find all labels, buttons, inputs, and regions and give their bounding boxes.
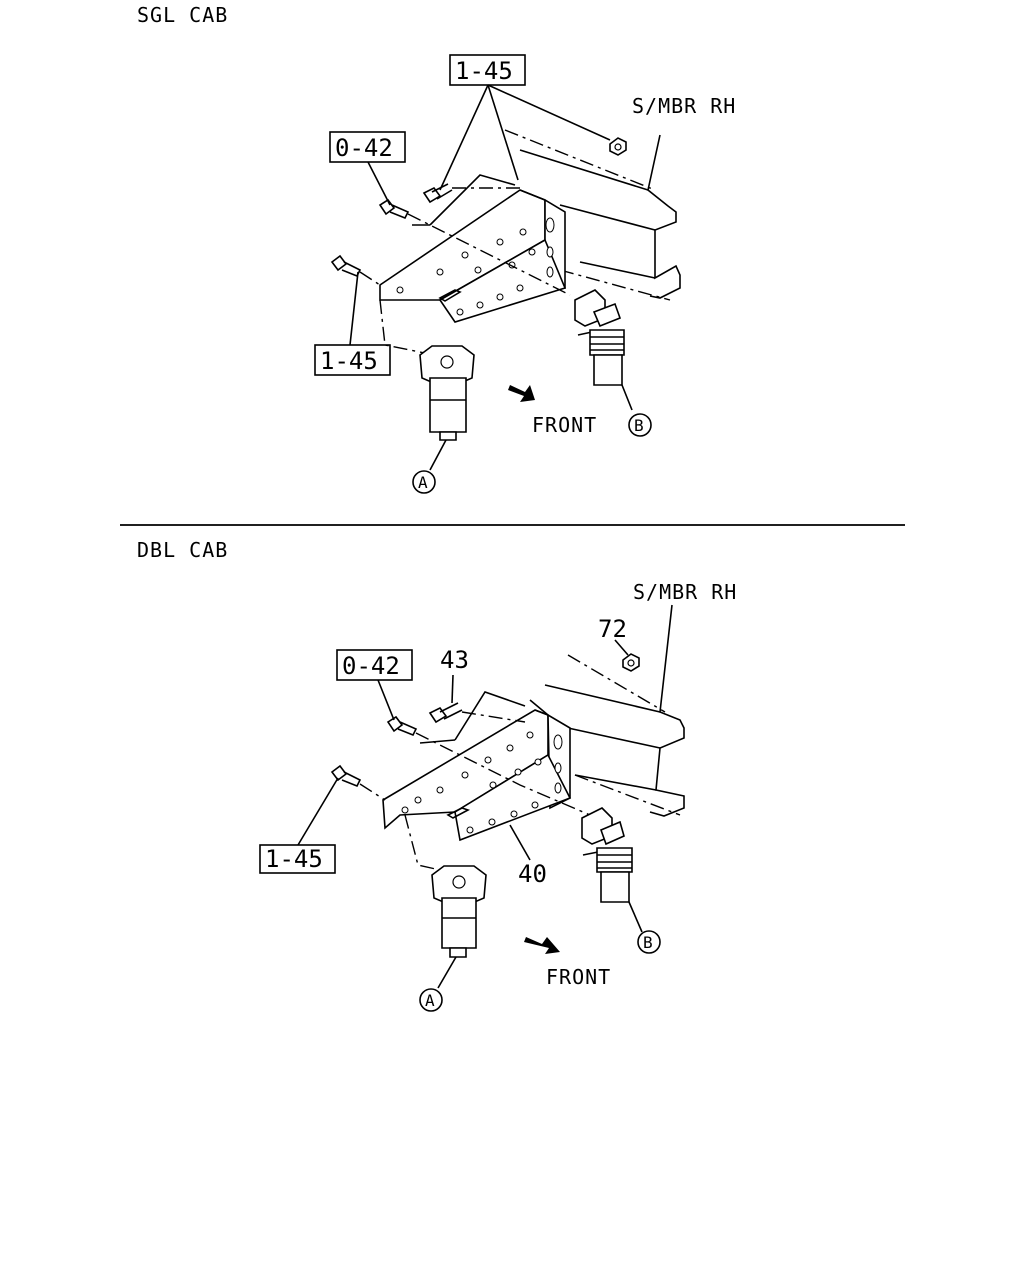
dbl-nut-72 xyxy=(622,653,640,672)
dbl-member-label: S/MBR RH xyxy=(633,580,737,604)
dbl-part-72: 72 xyxy=(598,615,627,643)
dbl-part-40: 40 xyxy=(518,860,547,888)
dbl-filter-a xyxy=(404,814,487,989)
sgl-bolt-left-upper xyxy=(378,198,410,220)
dbl-ref-left-upper: 0-42 xyxy=(342,652,400,680)
sgl-filter-a xyxy=(379,299,475,471)
sgl-ref-top: 1-45 xyxy=(455,57,513,85)
dbl-title: DBL CAB xyxy=(137,538,228,562)
sgl-callout-a: A xyxy=(418,473,428,492)
sgl-filter-b xyxy=(574,289,633,411)
sgl-ref-left-upper: 0-42 xyxy=(335,134,393,162)
sgl-side-member xyxy=(504,129,681,301)
sgl-bolt-top xyxy=(422,183,453,204)
dbl-front-label: FRONT xyxy=(546,965,611,989)
dbl-side-member xyxy=(544,604,685,817)
sgl-bolt-left-lower xyxy=(330,254,362,278)
dbl-cab-section: DBL CAB S/MBR RH xyxy=(137,538,737,1012)
sgl-title: SGL CAB xyxy=(137,3,228,27)
dbl-callout-a: A xyxy=(425,991,435,1010)
sgl-bracket xyxy=(379,174,567,323)
sgl-ref-left-lower: 1-45 xyxy=(320,347,378,375)
dbl-filter-b xyxy=(581,807,643,933)
sgl-front-arrow: FRONT xyxy=(508,385,597,437)
dbl-part-43: 43 xyxy=(440,646,469,674)
dbl-front-arrow: FRONT xyxy=(524,937,611,989)
dbl-bolt-left-upper xyxy=(386,715,418,737)
sgl-member-label: S/MBR RH xyxy=(632,94,736,118)
sgl-callout-b: B xyxy=(634,416,644,435)
dbl-bracket xyxy=(382,691,572,842)
dbl-ref-left-lower: 1-45 xyxy=(265,845,323,873)
sgl-cab-section: SGL CAB S/MBR RH xyxy=(137,3,736,494)
dbl-bolt-43 xyxy=(428,702,463,724)
sgl-front-label: FRONT xyxy=(532,413,597,437)
dbl-callout-b: B xyxy=(643,933,653,952)
dbl-bolt-left-lower xyxy=(330,764,362,788)
sgl-nut xyxy=(609,137,627,156)
